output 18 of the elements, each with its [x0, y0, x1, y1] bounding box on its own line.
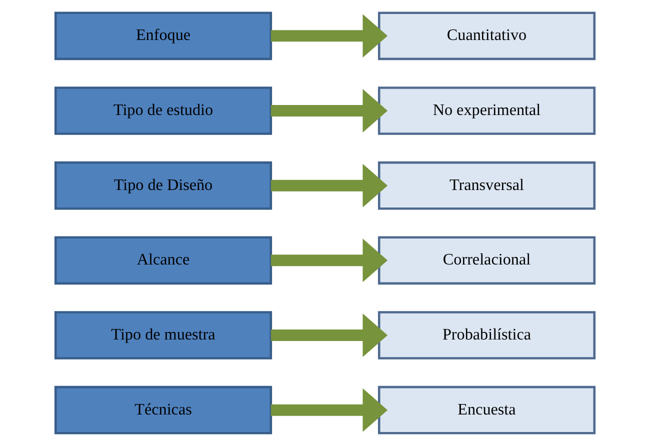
node-box: Tipo de muestra: [54, 311, 272, 360]
node-box: No experimental: [378, 86, 596, 135]
arrow: [270, 89, 388, 132]
node-box: Encuesta: [378, 386, 596, 434]
node-box: Alcance: [54, 236, 272, 285]
node-box: Enfoque: [54, 12, 272, 60]
node-box: Técnicas: [54, 386, 272, 434]
arrow: [270, 388, 388, 432]
node-box: Cuantitativo: [378, 12, 596, 60]
node-box: Transversal: [378, 161, 596, 210]
arrow: [270, 313, 388, 357]
arrow: [270, 164, 388, 208]
arrow: [270, 14, 388, 58]
arrow: [270, 238, 388, 282]
node-box: Correlacional: [378, 236, 596, 285]
node-box: Probabilística: [378, 311, 596, 360]
node-box: Tipo de estudio: [54, 86, 272, 135]
node-box: Tipo de Diseño: [54, 161, 272, 210]
